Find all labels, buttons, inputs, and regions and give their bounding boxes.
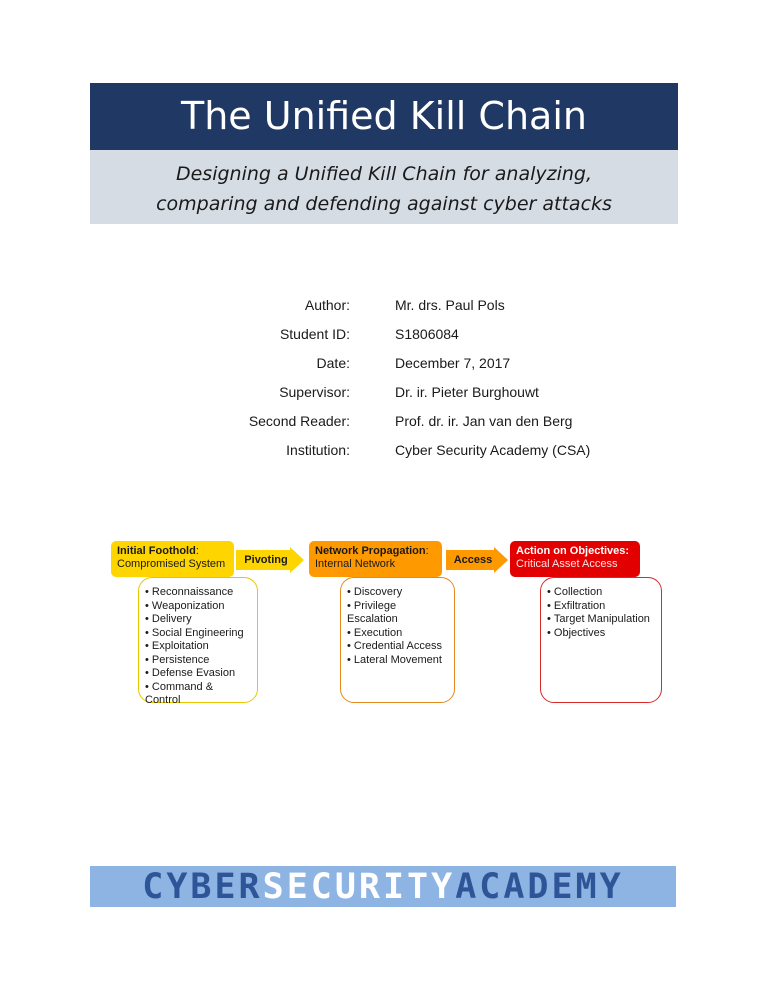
list-item: Social Engineering bbox=[145, 627, 251, 641]
stage-3-header: Action on Objectives: Critical Asset Acc… bbox=[510, 541, 640, 577]
metadata-label: Date: bbox=[316, 355, 350, 371]
list-item: Delivery bbox=[145, 613, 251, 627]
transition-arrow-access: Access bbox=[446, 547, 508, 573]
document-subtitle: Designing a Unified Kill Chain for analy… bbox=[90, 150, 678, 224]
metadata-table: Author: Mr. drs. Paul Pols Student ID: S… bbox=[0, 297, 768, 471]
transition-arrow-pivoting: Pivoting bbox=[236, 547, 304, 573]
stage-1-header: Initial Foothold: Compromised System bbox=[111, 541, 234, 577]
metadata-value: S1806084 bbox=[395, 326, 459, 342]
stage-title: Network Propagation: bbox=[315, 545, 429, 557]
list-item: Discovery bbox=[347, 586, 448, 600]
list-item: Execution bbox=[347, 627, 448, 641]
stage-title: Initial Foothold: bbox=[117, 545, 199, 557]
list-item: Exploitation bbox=[145, 640, 251, 654]
arrow-right-icon bbox=[236, 547, 304, 573]
list-item: Exfiltration bbox=[547, 600, 655, 614]
stage-1-phase-list: Reconnaissance Weaponization Delivery So… bbox=[138, 577, 258, 706]
metadata-row-author: Author: Mr. drs. Paul Pols bbox=[0, 297, 768, 326]
metadata-value: Dr. ir. Pieter Burghouwt bbox=[395, 384, 539, 400]
stage-3-phase-list: Collection Exfiltration Target Manipulat… bbox=[540, 577, 662, 703]
stage-subtitle: Internal Network bbox=[315, 558, 396, 570]
subtitle-line-1: Designing a Unified Kill Chain for analy… bbox=[175, 163, 593, 185]
list-item: Privilege Escalation bbox=[347, 600, 448, 627]
logo-word-academy: ACADEMY bbox=[455, 866, 624, 907]
list-item: Command & Control bbox=[145, 681, 251, 708]
stage-subtitle: Compromised System bbox=[117, 558, 226, 570]
list-item: Lateral Movement bbox=[347, 654, 448, 668]
arrow-right-icon bbox=[446, 547, 508, 573]
list-item: Objectives bbox=[547, 627, 655, 641]
metadata-value: Cyber Security Academy (CSA) bbox=[395, 442, 591, 458]
metadata-value: Prof. dr. ir. Jan van den Berg bbox=[395, 413, 573, 429]
stage-2-header: Network Propagation: Internal Network bbox=[309, 541, 442, 577]
metadata-value: December 7, 2017 bbox=[395, 355, 511, 371]
metadata-row-second-reader: Second Reader: Prof. dr. ir. Jan van den… bbox=[0, 413, 768, 442]
metadata-label: Second Reader: bbox=[248, 413, 350, 429]
list-item: Reconnaissance bbox=[145, 586, 251, 600]
stage-subtitle: Critical Asset Access bbox=[516, 558, 618, 570]
logo-word-security: SECURITY bbox=[262, 866, 456, 907]
transition-label: Pivoting bbox=[244, 554, 288, 566]
metadata-label: Author: bbox=[304, 297, 350, 313]
list-item: Weaponization bbox=[145, 600, 251, 614]
logo-word-cyber: CYBER bbox=[142, 866, 263, 907]
list-item: Collection bbox=[547, 586, 655, 600]
metadata-label: Student ID: bbox=[279, 326, 350, 342]
metadata-value: Mr. drs. Paul Pols bbox=[395, 297, 505, 313]
list-item: Target Manipulation bbox=[547, 613, 655, 627]
metadata-row-student-id: Student ID: S1806084 bbox=[0, 326, 768, 355]
metadata-row-date: Date: December 7, 2017 bbox=[0, 355, 768, 384]
list-item: Credential Access bbox=[347, 640, 448, 654]
list-item: Persistence bbox=[145, 654, 251, 668]
metadata-row-institution: Institution: Cyber Security Academy (CSA… bbox=[0, 442, 768, 471]
stage-2-phase-list: Discovery Privilege Escalation Execution… bbox=[340, 577, 455, 703]
list-item: Defense Evasion bbox=[145, 667, 251, 681]
metadata-label: Supervisor: bbox=[279, 384, 350, 400]
metadata-label: Institution: bbox=[286, 442, 350, 458]
subtitle-line-2: comparing and defending against cyber at… bbox=[156, 193, 612, 215]
stage-title: Action on Objectives: bbox=[516, 545, 630, 557]
document-title: The Unified Kill Chain bbox=[90, 83, 678, 150]
transition-label: Access bbox=[453, 554, 493, 566]
metadata-row-supervisor: Supervisor: Dr. ir. Pieter Burghouwt bbox=[0, 384, 768, 413]
